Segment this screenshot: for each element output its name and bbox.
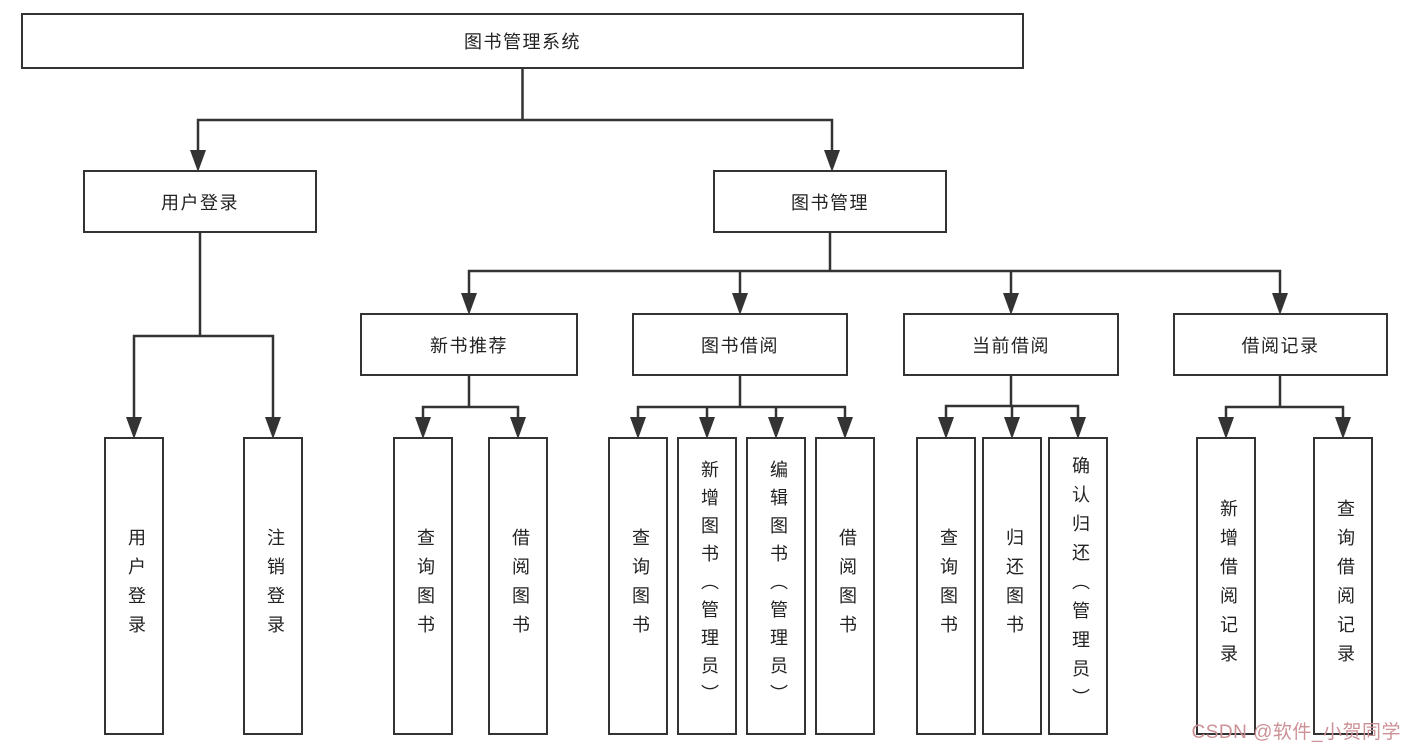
node-current-borrow: 当前借阅 xyxy=(903,313,1119,376)
leaf-query-books-borrow: 查询图书 xyxy=(608,437,668,735)
leaf-borrow-books: 借阅图书 xyxy=(815,437,875,735)
leaf-query-borrow-record: 查询借阅记录 xyxy=(1313,437,1373,735)
connector-paths xyxy=(132,67,1345,420)
arrowhead xyxy=(461,293,477,315)
leaf-add-borrow-record: 新增借阅记录 xyxy=(1196,437,1256,735)
connector-bookmgmt-to-level3 xyxy=(467,231,1282,296)
leaf-query-books-recommend: 查询图书 xyxy=(393,437,453,735)
connector-userlogin-to-leaves xyxy=(132,231,275,420)
arrowhead xyxy=(732,293,748,315)
arrowhead xyxy=(1003,293,1019,315)
arrowhead xyxy=(1070,417,1086,439)
arrowhead xyxy=(1218,417,1234,439)
node-root: 图书管理系统 xyxy=(21,13,1024,69)
arrowhead xyxy=(837,417,853,439)
arrowhead xyxy=(265,417,281,439)
arrowhead xyxy=(630,417,646,439)
node-user-login: 用户登录 xyxy=(83,170,317,233)
node-book-borrow: 图书借阅 xyxy=(632,313,848,376)
leaf-confirm-return-admin: 确认归还（管理员） xyxy=(1048,437,1108,735)
connector-bookborrow-to-leaves xyxy=(636,374,847,420)
leaf-add-book-admin: 新增图书（管理员） xyxy=(677,437,737,735)
watermark: CSDN @软件_小贺同学 xyxy=(1191,722,1401,743)
arrowhead xyxy=(126,417,142,439)
arrowhead xyxy=(510,417,526,439)
arrowheads xyxy=(126,150,1351,439)
leaf-query-books-current: 查询图书 xyxy=(916,437,976,735)
arrowhead xyxy=(824,150,840,172)
arrowhead xyxy=(190,150,206,172)
arrowhead xyxy=(768,417,784,439)
arrowhead xyxy=(1335,417,1351,439)
arrowhead xyxy=(938,417,954,439)
arrowhead xyxy=(1272,293,1288,315)
connector-currentborrow-to-leaves xyxy=(944,374,1080,420)
leaf-logout: 注销登录 xyxy=(243,437,303,735)
node-book-management: 图书管理 xyxy=(713,170,947,233)
node-borrow-records: 借阅记录 xyxy=(1173,313,1388,376)
arrowhead xyxy=(699,417,715,439)
leaf-return-book: 归还图书 xyxy=(982,437,1042,735)
connector-root-to-level2 xyxy=(196,67,834,153)
connector-newbook-to-leaves xyxy=(421,374,520,420)
leaf-user-login: 用户登录 xyxy=(104,437,164,735)
node-new-book-recommend: 新书推荐 xyxy=(360,313,578,376)
arrowhead xyxy=(1004,417,1020,439)
arrowhead xyxy=(415,417,431,439)
connector-borrowrecord-to-leaves xyxy=(1224,374,1345,420)
leaf-borrow-books-recommend: 借阅图书 xyxy=(488,437,548,735)
leaf-edit-book-admin: 编辑图书（管理员） xyxy=(746,437,806,735)
